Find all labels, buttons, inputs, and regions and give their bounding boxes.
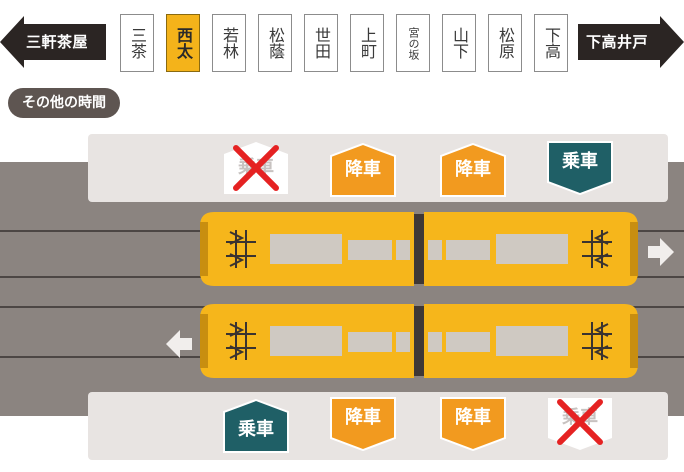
direction-right-arrow[interactable]: 下高井戸 <box>578 16 684 68</box>
train-car <box>200 304 414 378</box>
door-label: 降車 <box>455 159 491 180</box>
door-badge-alight: 降車 <box>439 142 507 198</box>
station-shimotaka[interactable]: 下高 <box>534 14 568 72</box>
station-label: 松原 <box>496 27 515 59</box>
train-gap <box>414 214 424 284</box>
train-car <box>200 212 414 286</box>
station-miyanosaka[interactable]: 宮の坂 <box>396 14 430 72</box>
station-label: 三茶 <box>128 27 147 59</box>
x-mark-icon <box>233 145 279 191</box>
door-badge-unavailable: 乗車 <box>546 396 614 452</box>
door-badge-unavailable: 乗車 <box>222 140 290 196</box>
door-label: 乗車 <box>238 419 274 440</box>
station-sancha[interactable]: 三茶 <box>120 14 154 72</box>
train-car <box>424 304 638 378</box>
train-car-icon <box>424 212 638 286</box>
door-label: 降車 <box>345 407 381 428</box>
right-arrow-icon <box>578 16 684 68</box>
train-gap <box>414 306 424 376</box>
train-car-icon <box>200 212 414 286</box>
station-matsubara[interactable]: 松原 <box>488 14 522 72</box>
door-badge-alight: 降車 <box>329 396 397 452</box>
station-yamashita[interactable]: 山下 <box>442 14 476 72</box>
station-nishita[interactable]: 西太 <box>166 14 200 72</box>
door-badge-alight: 降車 <box>329 142 397 198</box>
door-label: 乗車 <box>562 151 598 172</box>
hexagon-icon <box>440 142 506 197</box>
station-setagaya[interactable]: 世田 <box>304 14 338 72</box>
train-car-icon <box>424 304 638 378</box>
train-car <box>424 212 638 286</box>
door-badge-board: 乗車 <box>546 140 614 196</box>
direction-right-label: 下高井戸 <box>586 33 649 51</box>
hexagon-icon <box>223 398 289 453</box>
station-label: 宮の坂 <box>407 26 420 60</box>
train-direction-right-icon <box>648 238 674 266</box>
station-wakabayashi[interactable]: 若林 <box>212 14 246 72</box>
station-kamimachi[interactable]: 上町 <box>350 14 384 72</box>
hexagon-icon <box>330 397 396 452</box>
door-badge-board: 乗車 <box>222 398 290 454</box>
direction-left-label: 三軒茶屋 <box>26 33 89 51</box>
other-time-button[interactable]: その他の時間 <box>8 88 120 118</box>
hexagon-icon <box>547 141 613 196</box>
door-label: 降車 <box>345 159 381 180</box>
station-shoin[interactable]: 松蔭 <box>258 14 292 72</box>
x-mark-icon <box>557 399 603 445</box>
station-label: 上町 <box>358 27 377 59</box>
door-label: 降車 <box>455 407 491 428</box>
station-label: 下高 <box>542 27 561 59</box>
direction-left-arrow[interactable]: 三軒茶屋 <box>0 16 106 68</box>
door-badge-alight: 降車 <box>439 396 507 452</box>
station-label: 西太 <box>174 27 193 59</box>
station-label: 山下 <box>450 27 469 59</box>
station-label: 若林 <box>220 27 239 59</box>
train-direction-left-icon <box>166 330 192 358</box>
station-label: 世田 <box>312 27 331 59</box>
hexagon-icon <box>330 142 396 197</box>
station-label: 松蔭 <box>266 27 285 59</box>
left-arrow-icon <box>0 16 106 68</box>
train-car-icon <box>200 304 414 378</box>
hexagon-icon <box>440 397 506 452</box>
